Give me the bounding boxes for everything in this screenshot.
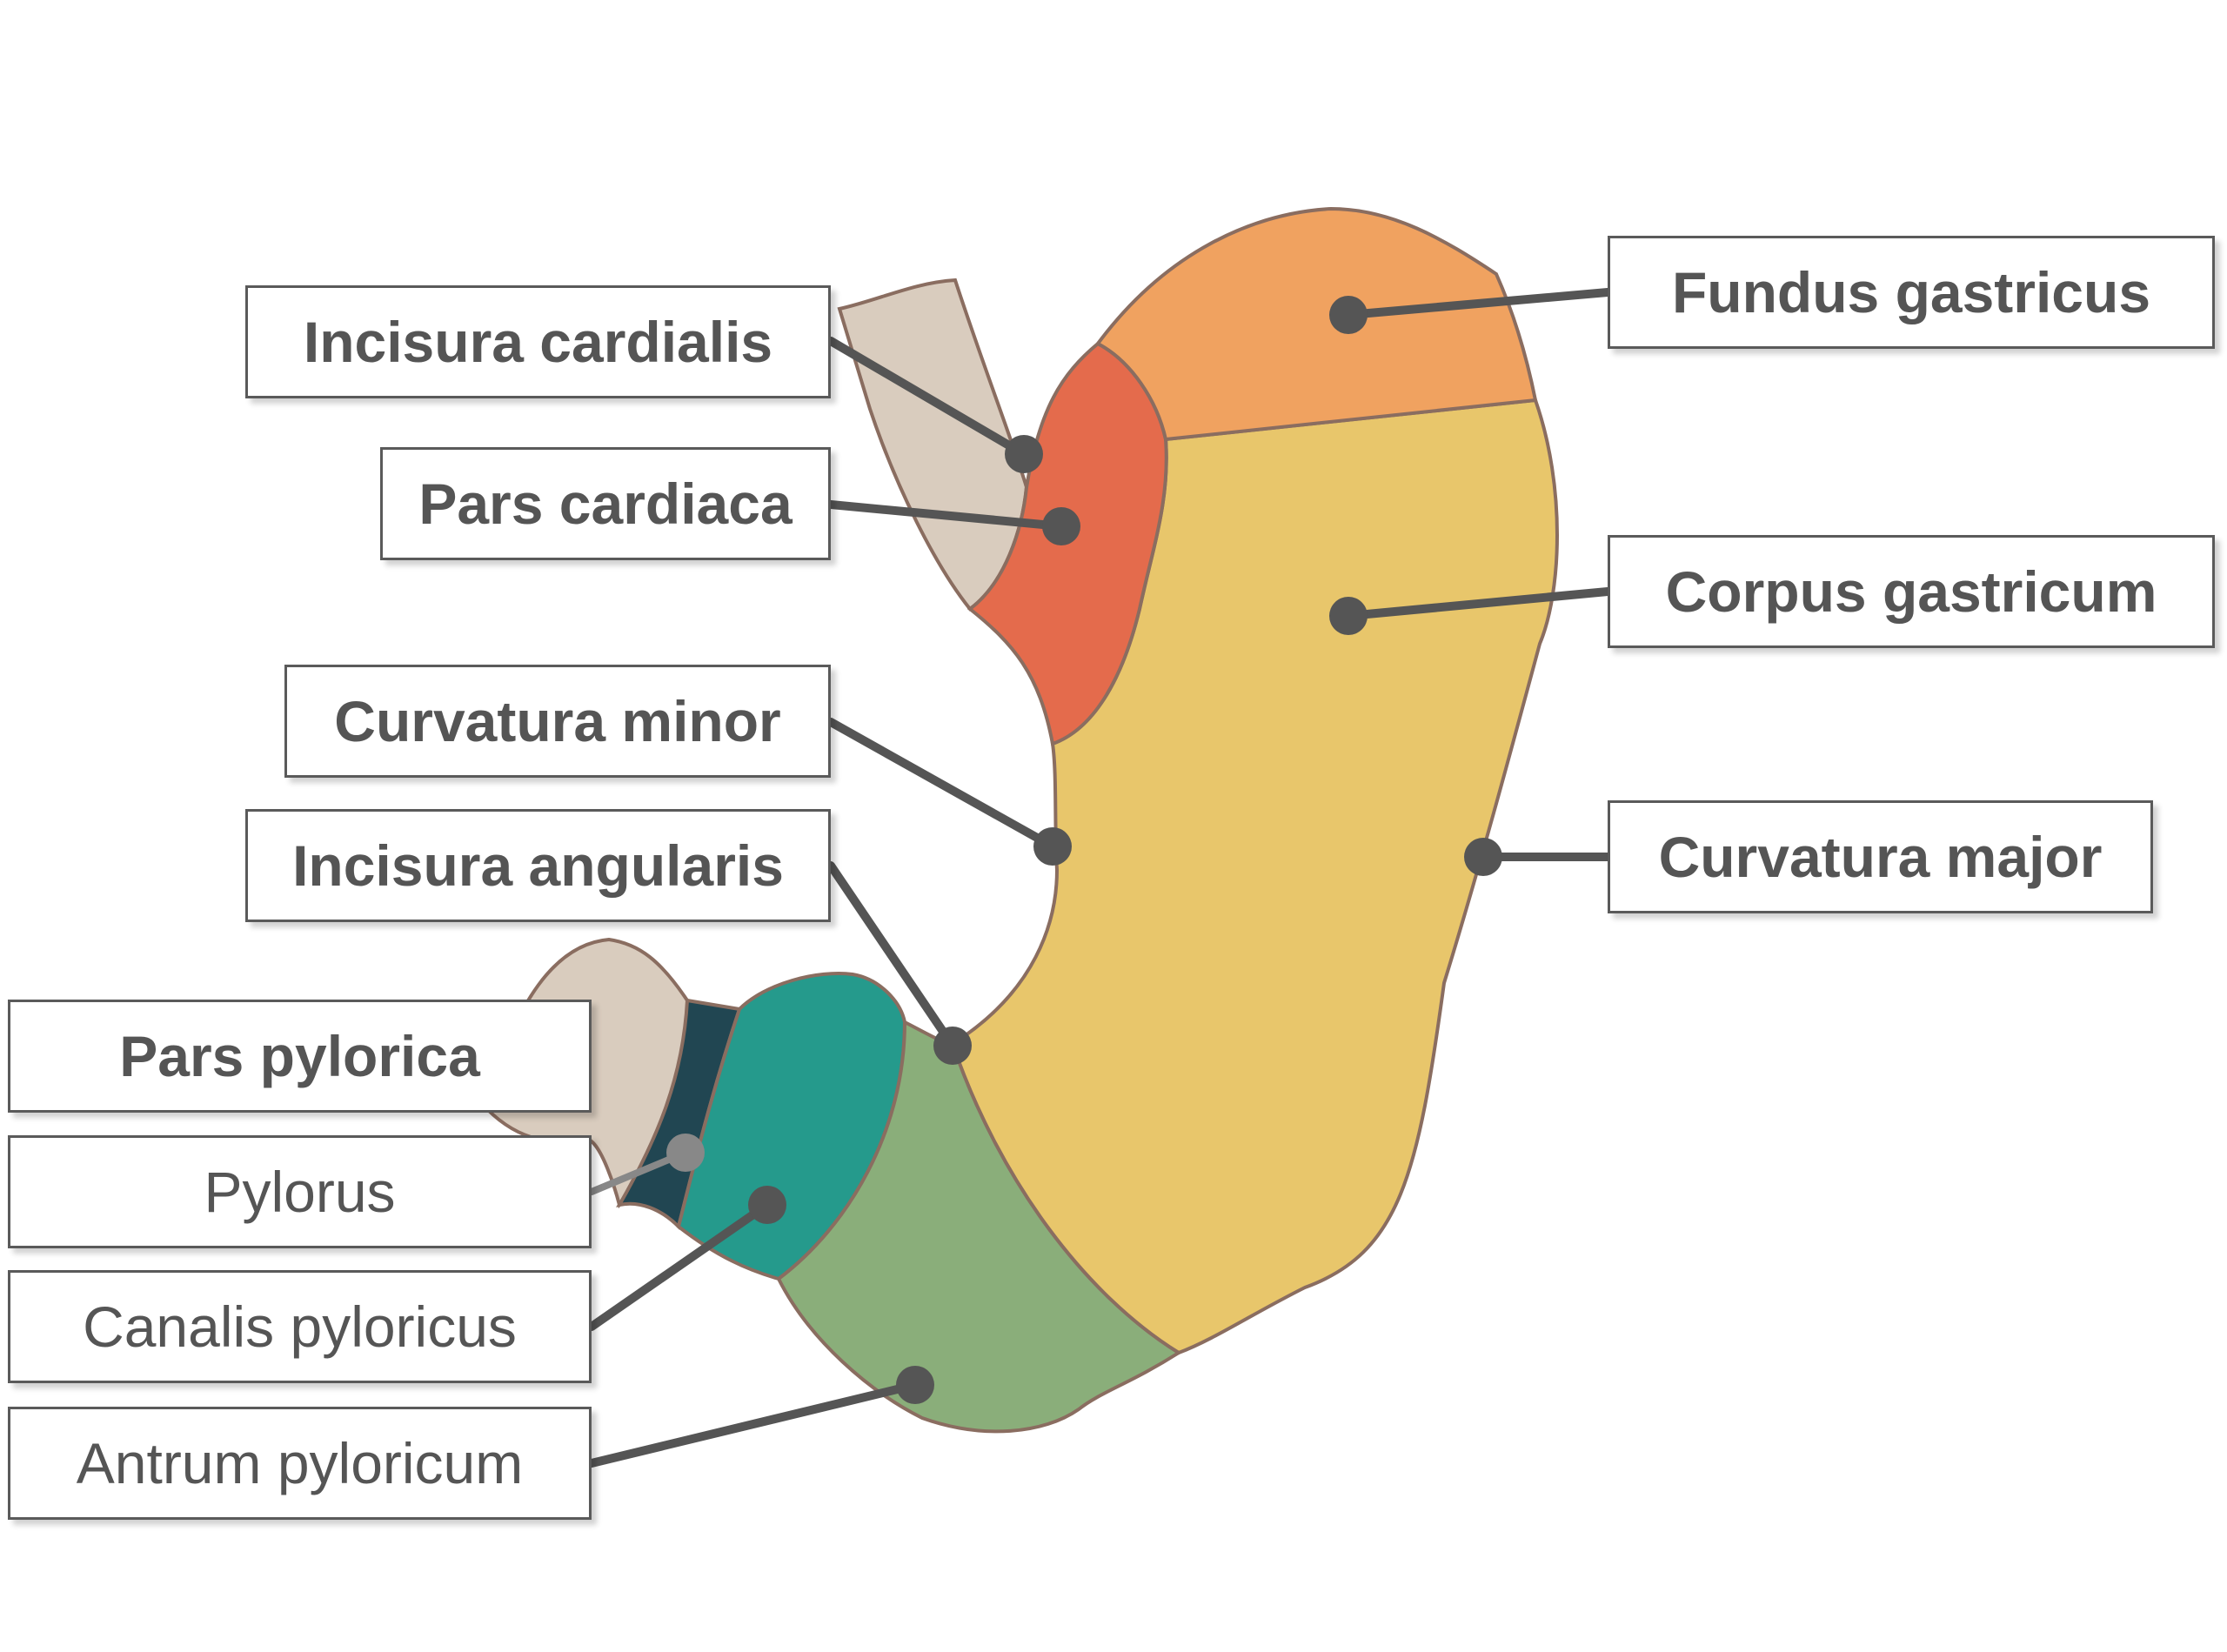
label-fundus-gastricus: Fundus gastricus: [1608, 236, 2215, 349]
dot-incisura-cardialis: [1005, 435, 1043, 473]
dot-fundus-gastricus: [1329, 296, 1368, 334]
dot-pars-cardiaca: [1042, 507, 1080, 545]
dot-antrum-pyloricum: [896, 1366, 934, 1404]
dot-canalis-pyloricus: [748, 1186, 786, 1224]
label-antrum-pyloricum: Antrum pyloricum: [8, 1407, 592, 1520]
leader-fundus-gastricus: [1344, 288, 1612, 319]
leader-corpus-gastricum: [1344, 587, 1612, 620]
label-pars-cardiaca: Pars cardiaca: [380, 447, 831, 560]
label-curvatura-major: Curvatura major: [1608, 800, 2153, 913]
fundus-gastricus-region: [1095, 206, 1538, 442]
marker-dots: [666, 296, 1502, 1404]
leader-canalis-pyloricus: [587, 1201, 772, 1331]
label-canalis-pyloricus: Canalis pyloricus: [8, 1270, 592, 1383]
dot-curvatura-minor: [1033, 827, 1072, 866]
label-pars-pylorica: Pars pylorica: [8, 1000, 592, 1113]
label-corpus-gastricum: Corpus gastricum: [1608, 535, 2215, 648]
leader-pars-cardiaca: [826, 500, 1066, 531]
dot-curvatura-major: [1464, 838, 1502, 876]
dot-corpus-gastricum: [1329, 597, 1368, 635]
leader-incisura-angularis: [826, 861, 957, 1050]
leader-lines: [587, 288, 1612, 1468]
leader-incisura-cardialis: [826, 337, 1028, 458]
leader-antrum-pyloricum: [587, 1381, 920, 1468]
label-incisura-cardialis: Incisura cardialis: [245, 285, 831, 398]
esophagus-region: [837, 278, 1029, 612]
label-pylorus: Pylorus: [8, 1135, 592, 1248]
dot-pylorus: [666, 1134, 705, 1172]
leader-curvatura-minor: [826, 718, 1057, 851]
label-incisura-angularis: Incisura angularis: [245, 809, 831, 922]
dot-incisura-angularis: [933, 1027, 972, 1065]
label-curvatura-minor: Curvatura minor: [284, 665, 831, 778]
